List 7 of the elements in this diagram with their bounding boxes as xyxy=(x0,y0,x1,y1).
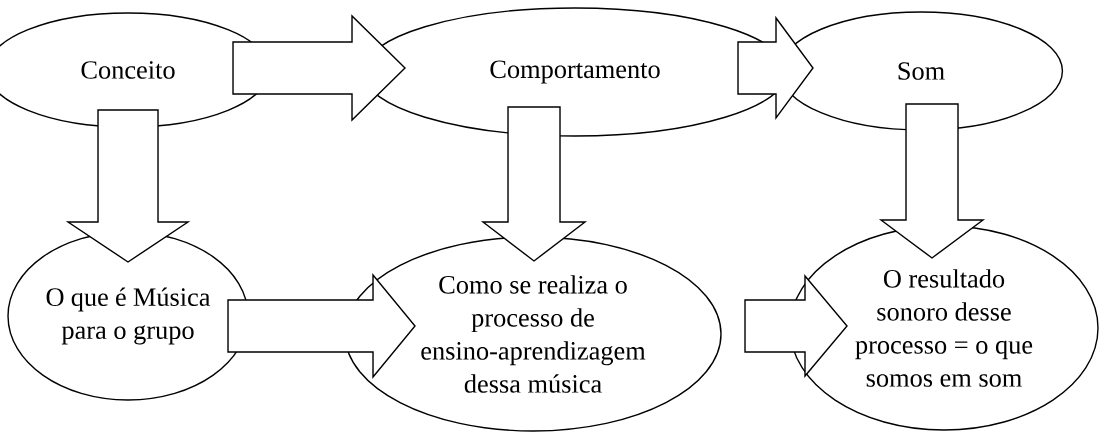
block-arrow xyxy=(744,274,848,378)
block-arrow xyxy=(878,103,986,259)
block-arrow xyxy=(232,14,406,122)
block-arrow xyxy=(65,109,191,263)
block-arrow xyxy=(480,106,588,262)
block-arrow xyxy=(737,15,814,121)
block-arrow xyxy=(227,273,416,379)
